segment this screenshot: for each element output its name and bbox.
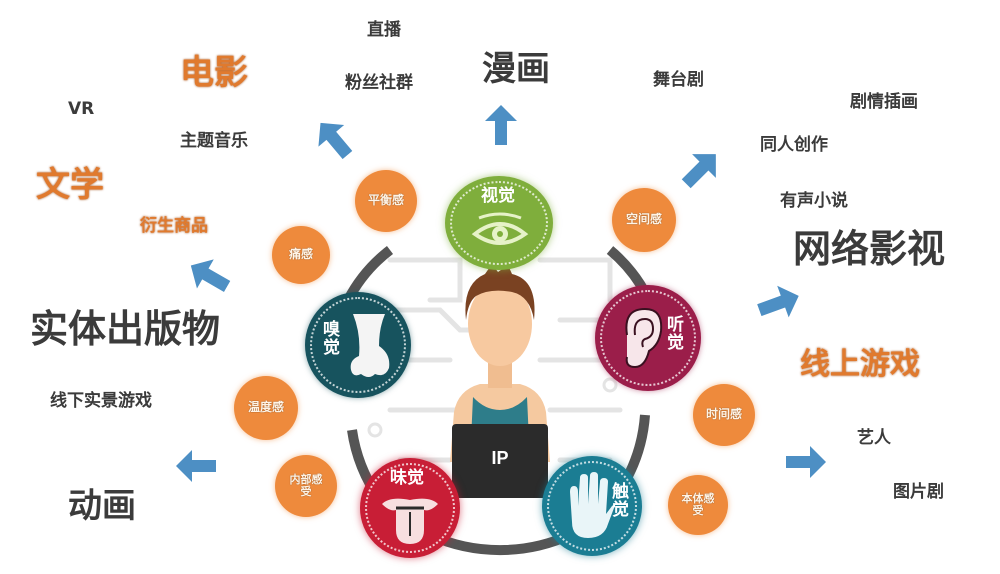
arrow-up-right-icon [673, 141, 730, 198]
subsense-space: 空间感 [612, 188, 676, 252]
label-stage-play: 舞台剧 [653, 70, 704, 90]
sense-taste: 味觉 [360, 458, 460, 558]
subsense-pain: 痛感 [272, 226, 330, 284]
sense-hearing-label: 听觉 [667, 315, 684, 353]
arrow-right-lower-icon [786, 444, 826, 480]
label-artist: 艺人 [857, 428, 891, 448]
label-audio-novel: 有声小说 [780, 191, 848, 211]
subsense-time: 时间感 [693, 384, 755, 446]
label-web-film-tv: 网络影视 [793, 227, 946, 271]
label-picture-drama: 图片剧 [893, 482, 944, 502]
sense-touch-label: 触觉 [612, 482, 629, 520]
arrow-right-icon [753, 278, 805, 328]
subsense-interoception: 内部感受 [275, 455, 337, 517]
label-fan-creation: 同人创作 [760, 135, 828, 155]
label-animation: 动画 [68, 486, 136, 526]
label-merchandise: 衍生商品 [140, 216, 208, 236]
subsense-balance: 平衡感 [355, 170, 417, 232]
label-comics: 漫画 [482, 49, 550, 89]
ear-icon [625, 307, 663, 369]
sense-touch: 触觉 [542, 456, 642, 556]
subsense-temperature: 温度感 [234, 376, 298, 440]
label-literature: 文学 [36, 165, 104, 205]
label-online-games: 线上游戏 [800, 347, 920, 382]
sense-hearing: 听觉 [595, 285, 701, 391]
label-live-stream: 直播 [367, 20, 401, 40]
sense-smell: 嗅觉 [305, 292, 411, 398]
laptop-base [442, 492, 558, 498]
sense-taste-label: 味觉 [390, 468, 424, 488]
arrow-left-up-icon [181, 249, 236, 303]
label-vr: VR [68, 99, 95, 119]
label-story-illustration: 剧情插画 [850, 92, 918, 112]
arrow-left-icon [176, 448, 216, 484]
label-fan-community: 粉丝社群 [345, 73, 413, 93]
sense-smell-label: 嗅觉 [323, 320, 340, 358]
label-offline-game: 线下实景游戏 [50, 391, 152, 411]
sense-sight: 视觉 [445, 176, 553, 270]
subsense-proprioception: 本体感受 [668, 475, 728, 535]
arrow-up-left-icon [306, 111, 362, 168]
eye-icon [471, 212, 529, 245]
nose-icon [350, 314, 390, 377]
label-physical-publications: 实体出版物 [30, 307, 221, 351]
arrow-up-icon [485, 105, 517, 145]
laptop-icon: IP [452, 424, 548, 492]
hand-icon [570, 472, 614, 538]
tongue-icon [382, 498, 438, 544]
label-theme-music: 主题音乐 [180, 131, 248, 151]
label-movie: 电影 [180, 53, 248, 93]
sense-sight-label: 视觉 [481, 186, 515, 206]
center-ip-label: IP [491, 447, 509, 468]
